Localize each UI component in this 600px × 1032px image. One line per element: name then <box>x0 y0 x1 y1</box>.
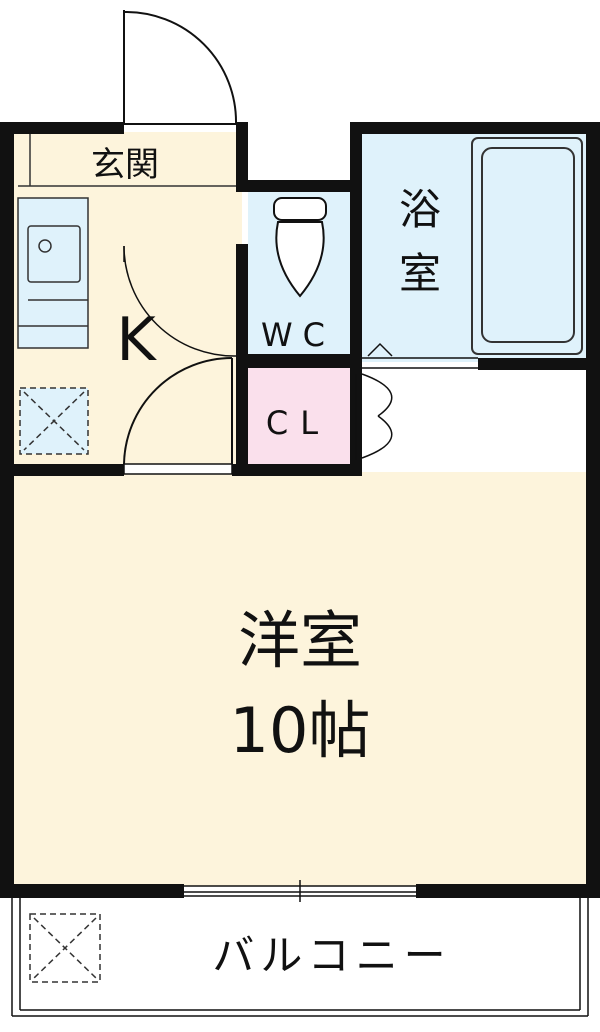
closet-floor <box>246 368 350 464</box>
balcony-outline <box>11 898 589 1017</box>
washing-machine-pan <box>19 387 89 455</box>
balcony-floor <box>12 900 586 1012</box>
entrance-door <box>123 10 238 125</box>
toilet-icon <box>273 197 327 298</box>
balcony-label: バルコニー <box>212 931 451 980</box>
bath-label-line1: 浴 <box>399 185 441 234</box>
kitchen-label: K <box>116 305 157 375</box>
closet-label: CL <box>266 404 330 442</box>
sink-drain-icon <box>38 239 52 253</box>
western-room-floor <box>14 472 586 886</box>
ac-outdoor-unit-icon <box>29 913 101 983</box>
kitchen-counter <box>17 197 89 349</box>
wc-door <box>123 245 237 357</box>
genkan-floor <box>14 132 242 186</box>
bath-label-line2: 室 <box>399 249 441 298</box>
western-room-label-line2: 10帖 <box>230 694 371 767</box>
closet-door <box>355 373 393 460</box>
bathtub-icon <box>471 137 583 355</box>
bath-door <box>362 342 478 369</box>
wc-label: WC <box>261 316 335 354</box>
genkan-label: 玄関 <box>91 145 159 185</box>
walls <box>0 122 600 898</box>
room-door <box>123 357 233 475</box>
balcony-window <box>184 880 416 902</box>
western-room-label-line1: 洋室 <box>238 604 362 677</box>
genkan-step <box>18 134 236 187</box>
